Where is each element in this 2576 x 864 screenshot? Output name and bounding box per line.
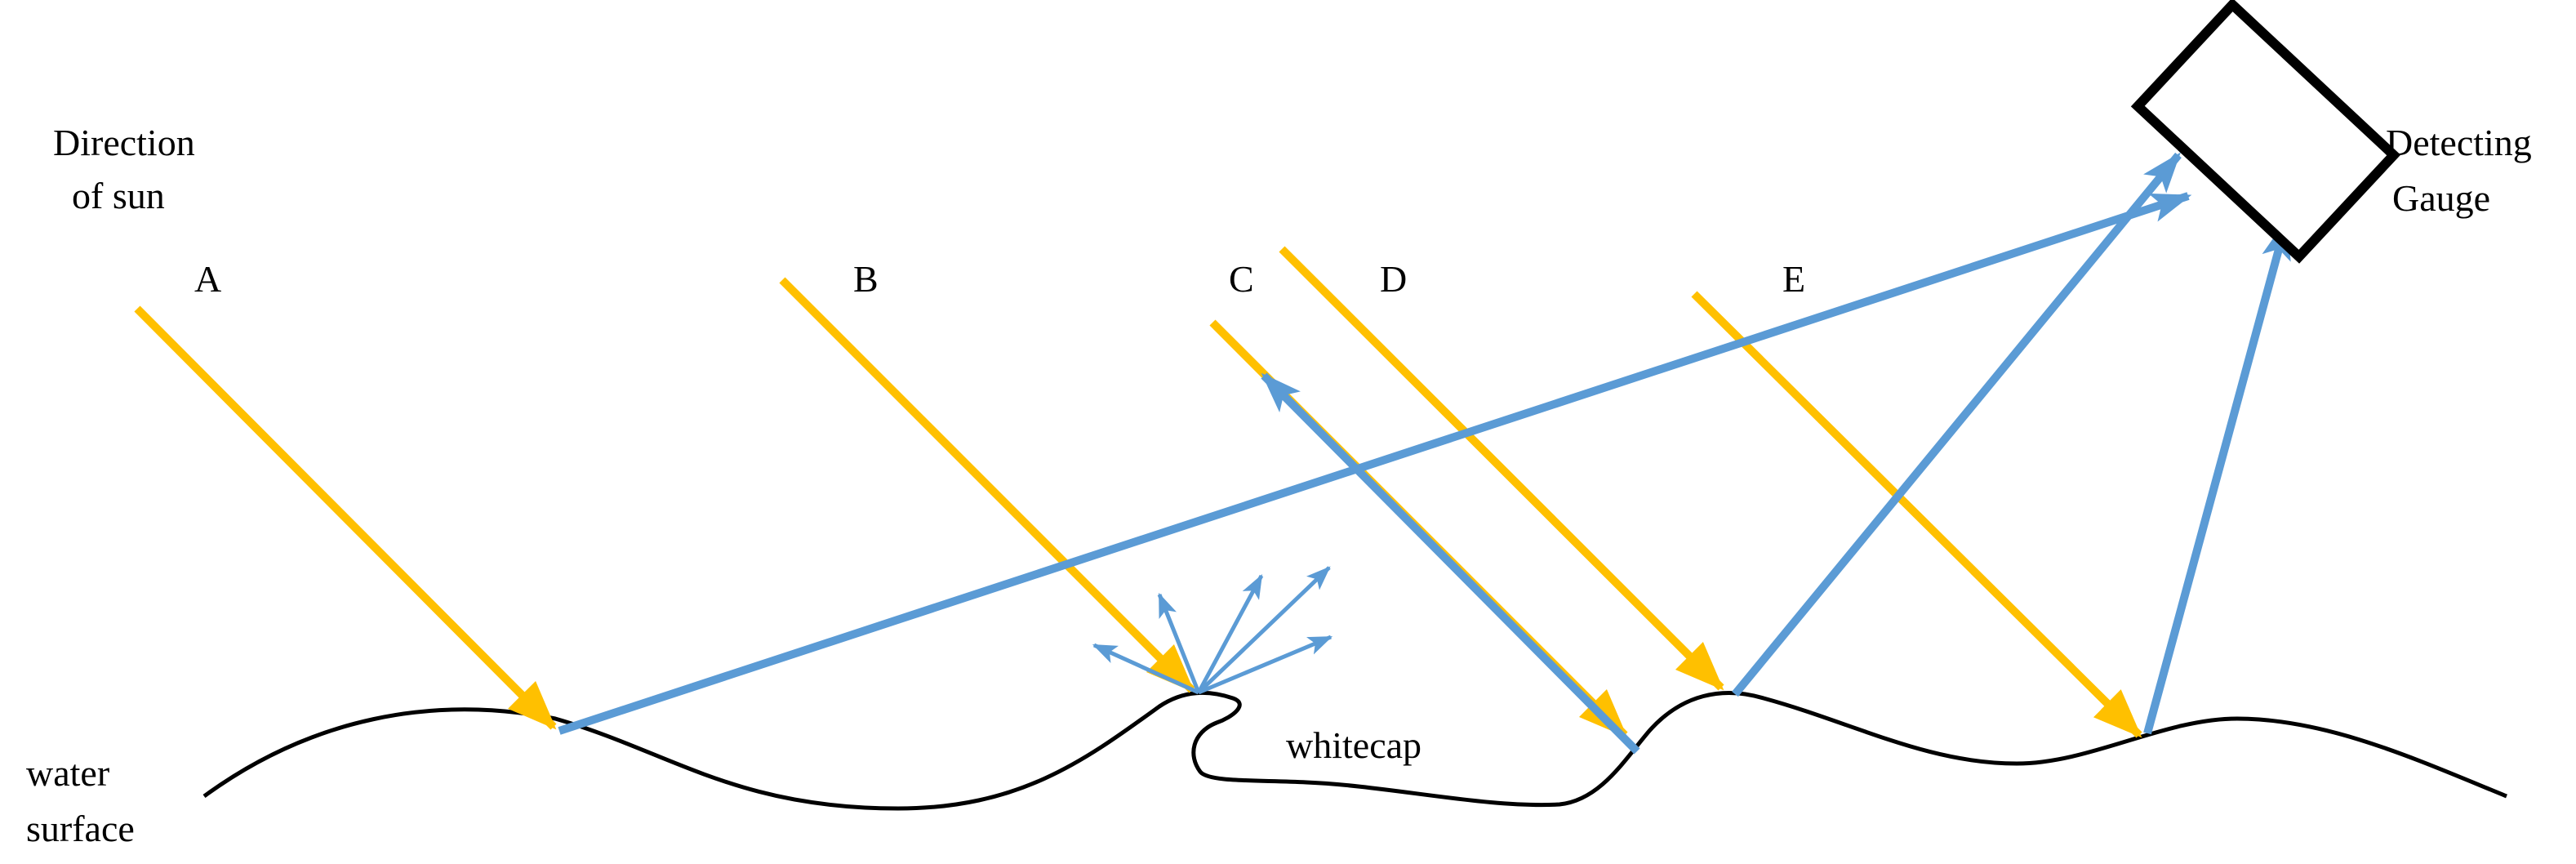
ray-a-label: A xyxy=(194,258,221,300)
ray-c-label: C xyxy=(1229,258,1254,300)
reflected-ray-a xyxy=(558,192,2192,735)
scatter-ray-1 xyxy=(1092,643,1200,695)
sun-ray-b xyxy=(779,277,1195,693)
water-surface-line xyxy=(202,690,2507,811)
ray-e-label: E xyxy=(1782,258,1805,300)
water-surface-label-line2: surface xyxy=(26,808,135,849)
scatter-ray-2 xyxy=(1157,592,1201,693)
scatter-ray-4 xyxy=(1197,566,1331,694)
detecting-gauge-label-line1: Detecting xyxy=(2386,122,2532,163)
detecting-gauge-label-line2: Gauge xyxy=(2392,177,2490,219)
ray-b-label: B xyxy=(853,258,879,300)
sun-ray-e xyxy=(1691,291,2142,738)
reflected-ray-c xyxy=(1261,372,1640,755)
sun-ray-d xyxy=(1279,246,1724,691)
scatter-ray-5 xyxy=(1198,635,1333,695)
direction-of-sun-label-line1: Direction xyxy=(53,122,195,163)
whitecap-scatter-rays xyxy=(1092,566,1333,695)
whitecap-label: whitecap xyxy=(1286,724,1421,766)
reflected-ray-d xyxy=(1732,152,2182,697)
water-surface-label-line1: water xyxy=(26,752,109,794)
reflected-ray-e xyxy=(2143,218,2291,735)
direction-of-sun-label-line2: of sun xyxy=(72,175,165,216)
detecting-gauge-box xyxy=(2130,0,2401,264)
ray-d-label: D xyxy=(1380,258,1407,300)
sun-ray-a xyxy=(134,305,557,730)
scatter-ray-3 xyxy=(1196,573,1264,694)
